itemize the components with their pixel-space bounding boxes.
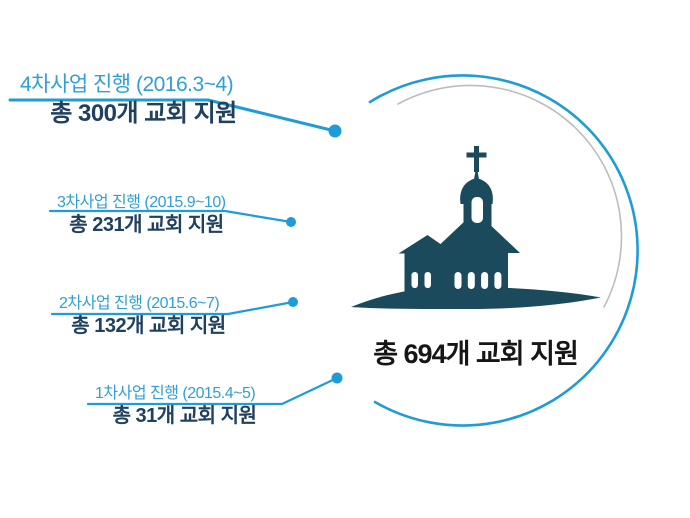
callout-line-4th <box>8 98 337 133</box>
phase-2-label: 2차사업 진행 (2015.6~7) <box>59 295 220 312</box>
phase-1-label: 1차사업 진행 (2015.4~5) <box>95 385 256 402</box>
phase-3-label: 3차사업 진행 (2015.9~10) <box>57 194 226 211</box>
church-cross-arm <box>466 152 487 158</box>
phase-4-total: 총 300개 교회 지원 <box>50 100 237 127</box>
callout-line-3rd <box>48 209 293 224</box>
phase-3-total: 총 231개 교회 지원 <box>69 214 224 236</box>
blue-circle-arc <box>368 74 639 427</box>
phase-1-total: 총 31개 교회 지원 <box>112 405 257 427</box>
phase-2-total: 총 132개 교회 지원 <box>71 315 226 337</box>
callout-dot-1st <box>331 372 343 384</box>
church-window <box>481 272 489 289</box>
church-annex-roof <box>398 235 454 254</box>
phase-4-label: 4차사업 진행 (2016.3~4) <box>20 73 234 96</box>
callout-line-2nd <box>50 300 295 316</box>
callout-dot-3rd <box>286 217 296 227</box>
callout-phase-3: 3차사업 진행 (2015.9~10) 총 231개 교회 지원 <box>50 193 230 237</box>
annex-window <box>424 272 431 288</box>
center-total-label: 총 694개 교회 지원 <box>373 339 579 369</box>
callout-phase-2: 2차사업 진행 (2015.6~7) 총 132개 교회 지원 <box>52 294 232 338</box>
annex-window <box>411 272 418 288</box>
church-window <box>467 272 475 289</box>
church-dome <box>460 178 493 204</box>
gray-circle-arc <box>397 84 623 308</box>
church-window <box>494 272 502 289</box>
church-cross <box>474 146 479 172</box>
callout-line-1st <box>86 376 339 406</box>
callout-phase-4: 4차사업 진행 (2016.3~4) 총 300개 교회 지원 <box>10 72 255 128</box>
callout-dot-4th <box>328 124 342 138</box>
callout-dot-2nd <box>288 297 298 307</box>
church-window <box>454 272 462 289</box>
tower-window <box>471 197 483 223</box>
church-main-roof <box>431 211 520 253</box>
church-icon <box>351 146 601 309</box>
callout-phase-1: 1차사업 진행 (2015.4~5) 총 31개 교회 지원 <box>88 384 268 428</box>
